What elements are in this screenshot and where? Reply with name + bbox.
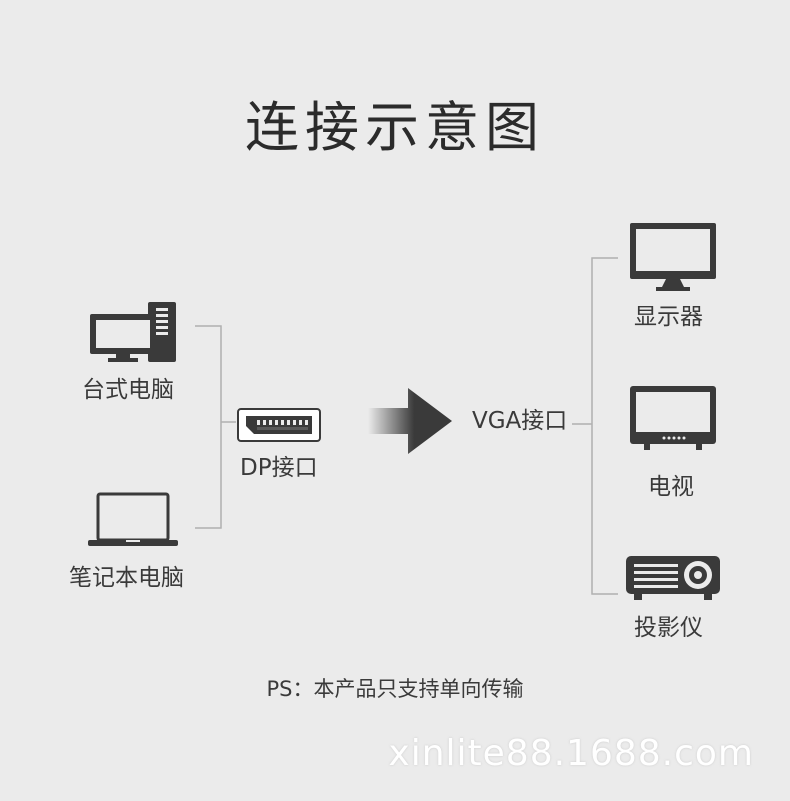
arrow-right-icon — [368, 388, 452, 454]
laptop-icon — [88, 492, 178, 546]
laptop-label: 笔记本电脑 — [69, 565, 184, 591]
tv-label: 电视 — [648, 474, 694, 500]
watermark: xinlite88.1688.com — [388, 733, 754, 774]
monitor-icon — [630, 223, 716, 291]
desktop-label: 台式电脑 — [82, 377, 174, 403]
desktop-computer-icon — [90, 302, 176, 362]
vga-port-label: VGA接口 — [472, 408, 568, 434]
projector-icon — [626, 556, 720, 600]
monitor-label: 显示器 — [634, 304, 703, 330]
displayport-icon — [237, 408, 321, 442]
tv-icon — [630, 386, 716, 450]
projector-label: 投影仪 — [634, 615, 703, 641]
transmission-note: PS：本产品只支持单向传输 — [266, 677, 524, 701]
dp-port-label: DP接口 — [240, 455, 318, 481]
page-title: 连接示意图 — [245, 96, 545, 159]
